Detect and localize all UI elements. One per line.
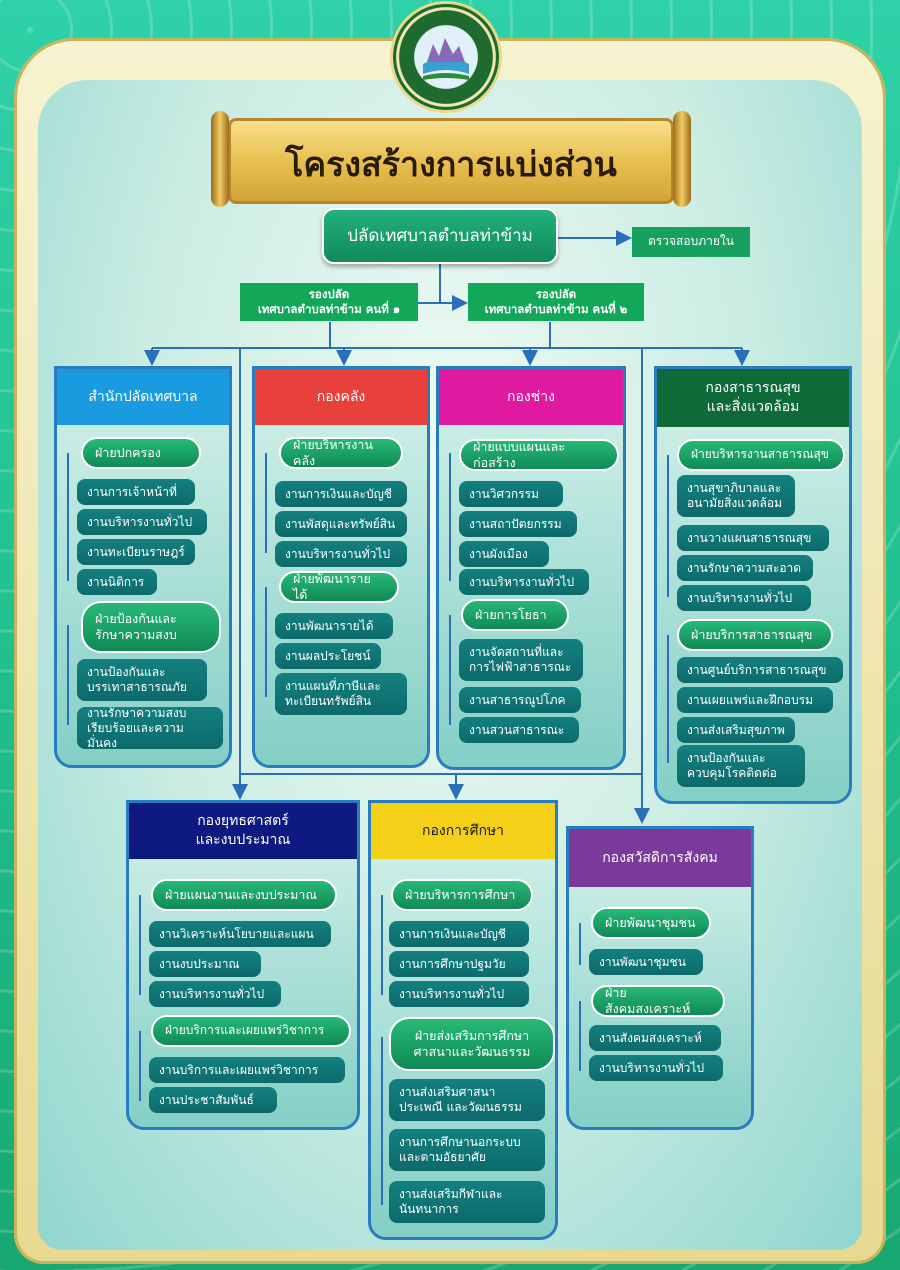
finance-title: กองคลัง [255,369,427,425]
internal-audit-box: ตรวจสอบภายใน [632,227,750,257]
education-division-1: ฝ่ายบริหารการศึกษา [391,879,533,911]
health-job: งานวางแผนสาธารณสุข [677,525,829,551]
education-title: กองการศึกษา [371,803,555,859]
health-job: งานบริหารงานทั่วไป [677,585,811,611]
strategy-job: งานบริหารงานทั่วไป [149,981,281,1007]
health-job: งานรักษาความสะอาด [677,555,813,581]
strategy-division-1: ฝ่ายแผนงานและงบประมาณ [151,879,337,911]
health-job: งานป้องกันและควบคุมโรคติดต่อ [677,745,805,787]
finance-division-2: ฝ่ายพัฒนารายได้ [279,571,399,603]
engineering-job: งานสถาปัตยกรรม [459,511,577,537]
strategy-division-2: ฝ่ายบริการและเผยแพร่วิชาการ [151,1015,351,1047]
finance-division-1: ฝ่ายบริหารงานคลัง [279,437,403,469]
deputy-1-subtitle: เทศบาลตำบลท่าข้าม คนที่ ๑ [257,302,401,316]
engineering-job: งานสวนสาธารณะ [459,717,579,743]
finance-job: งานการเงินและบัญชี [275,481,407,507]
deputy-2-box: รองปลัดเทศบาลตำบลท่าข้าม คนที่ ๒ [468,283,644,321]
engineering-division-1: ฝ่ายแบบแผนและก่อสร้าง [459,439,619,471]
office-job: งานป้องกันและบรรเทาสาธารณภัย [77,659,207,701]
strategy-job: งานบริการและเผยแพร่วิชาการ [149,1057,345,1083]
health-title: กองสาธารณสุขและสิ่งแวดล้อม [657,369,849,427]
health-job: งานศูนย์บริการสาธารณสุข [677,657,843,683]
engineering-job: งานบริหารงานทั่วไป [459,569,589,595]
health-division-2: ฝ่ายบริการสาธารณสุข [677,619,833,651]
welfare-job: งานพัฒนาชุมชน [589,949,703,975]
finance-job: งานบริหารงานทั่วไป [275,541,407,567]
education-job: งานส่งเสริมกีฬาและนันทนาการ [389,1181,545,1223]
engineering-job: งานวิศวกรรม [459,481,563,507]
office-division-2: ฝ่ายป้องกันและรักษาความสงบ [81,601,221,653]
strategy-job: งานวิเคราะห์นโยบายและแผน [149,921,331,947]
education-division-2: ฝ่ายส่งเสริมการศึกษาศาสนาและวัฒนธรรม [389,1017,555,1071]
health-job: งานเผยแพร่และฝึกอบรม [677,687,833,713]
education-job: งานส่งเสริมศาสนาประเพณี และวัฒนธรรม [389,1079,545,1121]
office-job: งานทะเบียนราษฎร์ [77,539,195,565]
office-job: งานการเจ้าหน้าที่ [77,479,195,505]
education-job: งานการเงินและบัญชี [389,921,529,947]
engineering-job: งานสาธารณูปโภค [459,687,581,713]
office-title: สำนักปลัดเทศบาล [57,369,229,425]
welfare-panel: กองสวัสดิการสังคม ฝ่ายพัฒนาชุมชน งานพัฒน… [566,826,754,1130]
office-panel: สำนักปลัดเทศบาล ฝ่ายปกครอง งานการเจ้าหน้… [54,366,232,768]
engineering-job: งานจัดสถานที่และการไฟฟ้าสาธารณะ [459,639,583,681]
education-job: งานการศึกษาปฐมวัย [389,951,529,977]
education-panel: กองการศึกษา ฝ่ายบริหารการศึกษา งานการเงิ… [368,800,558,1240]
education-job: งานการศึกษานอกระบบและตามอัธยาศัย [389,1129,545,1171]
municipality-seal [393,4,499,110]
deputy-2-title: รองปลัด [535,287,577,302]
finance-job: งานผลประโยชน์ [275,643,381,669]
engineering-title: กองช่าง [439,369,623,425]
finance-job: งานพัสดุและทรัพย์สิน [275,511,407,537]
education-job: งานบริหารงานทั่วไป [389,981,529,1007]
welfare-job: งานบริหารงานทั่วไป [589,1055,723,1081]
chief-administrator-box: ปลัดเทศบาลตำบลท่าข้าม [322,208,558,264]
finance-panel: กองคลัง ฝ่ายบริหารงานคลัง งานการเงินและบ… [252,366,430,768]
engineering-panel: กองช่าง ฝ่ายแบบแผนและก่อสร้าง งานวิศวกรร… [436,366,626,770]
health-job: งานส่งเสริมสุขภาพ [677,717,795,743]
welfare-division-2: ฝ่ายสังคมสงเคราะห์ [591,985,725,1017]
strategy-job: งานประชาสัมพันธ์ [149,1087,277,1113]
office-division-1: ฝ่ายปกครอง [81,437,201,469]
health-job: งานสุขาภิบาลและอนามัยสิ่งแวดล้อม [677,475,795,517]
engineering-division-2: ฝ่ายการโยธา [461,599,569,631]
office-job: งานรักษาความสงบเรียบร้อยและความมั่นคง [77,706,223,750]
deputy-1-title: รองปลัด [308,287,350,302]
finance-job: งานพัฒนารายได้ [275,613,393,639]
strategy-panel: กองยุทธศาสตร์และงบประมาณ ฝ่ายแผนงานและงบ… [126,800,360,1130]
strategy-job: งานงบประมาณ [149,951,261,977]
deputy-1-box: รองปลัดเทศบาลตำบลท่าข้าม คนที่ ๑ [240,283,418,321]
office-job: งานนิติการ [77,569,157,595]
finance-job: งานแผนที่ภาษีและทะเบียนทรัพย์สิน [275,673,407,715]
deputy-2-subtitle: เทศบาลตำบลท่าข้าม คนที่ ๒ [484,302,628,316]
welfare-job: งานสังคมสงเคราะห์ [589,1025,721,1051]
office-job: งานบริหารงานทั่วไป [77,509,207,535]
welfare-title: กองสวัสดิการสังคม [569,829,751,887]
engineering-job: งานผังเมือง [459,541,549,567]
welfare-division-1: ฝ่ายพัฒนาชุมชน [591,907,711,939]
health-panel: กองสาธารณสุขและสิ่งแวดล้อม ฝ่ายบริหารงาน… [654,366,852,804]
strategy-title: กองยุทธศาสตร์และงบประมาณ [129,803,357,859]
health-division-1: ฝ่ายบริหารงานสาธารณสุข [677,439,845,471]
